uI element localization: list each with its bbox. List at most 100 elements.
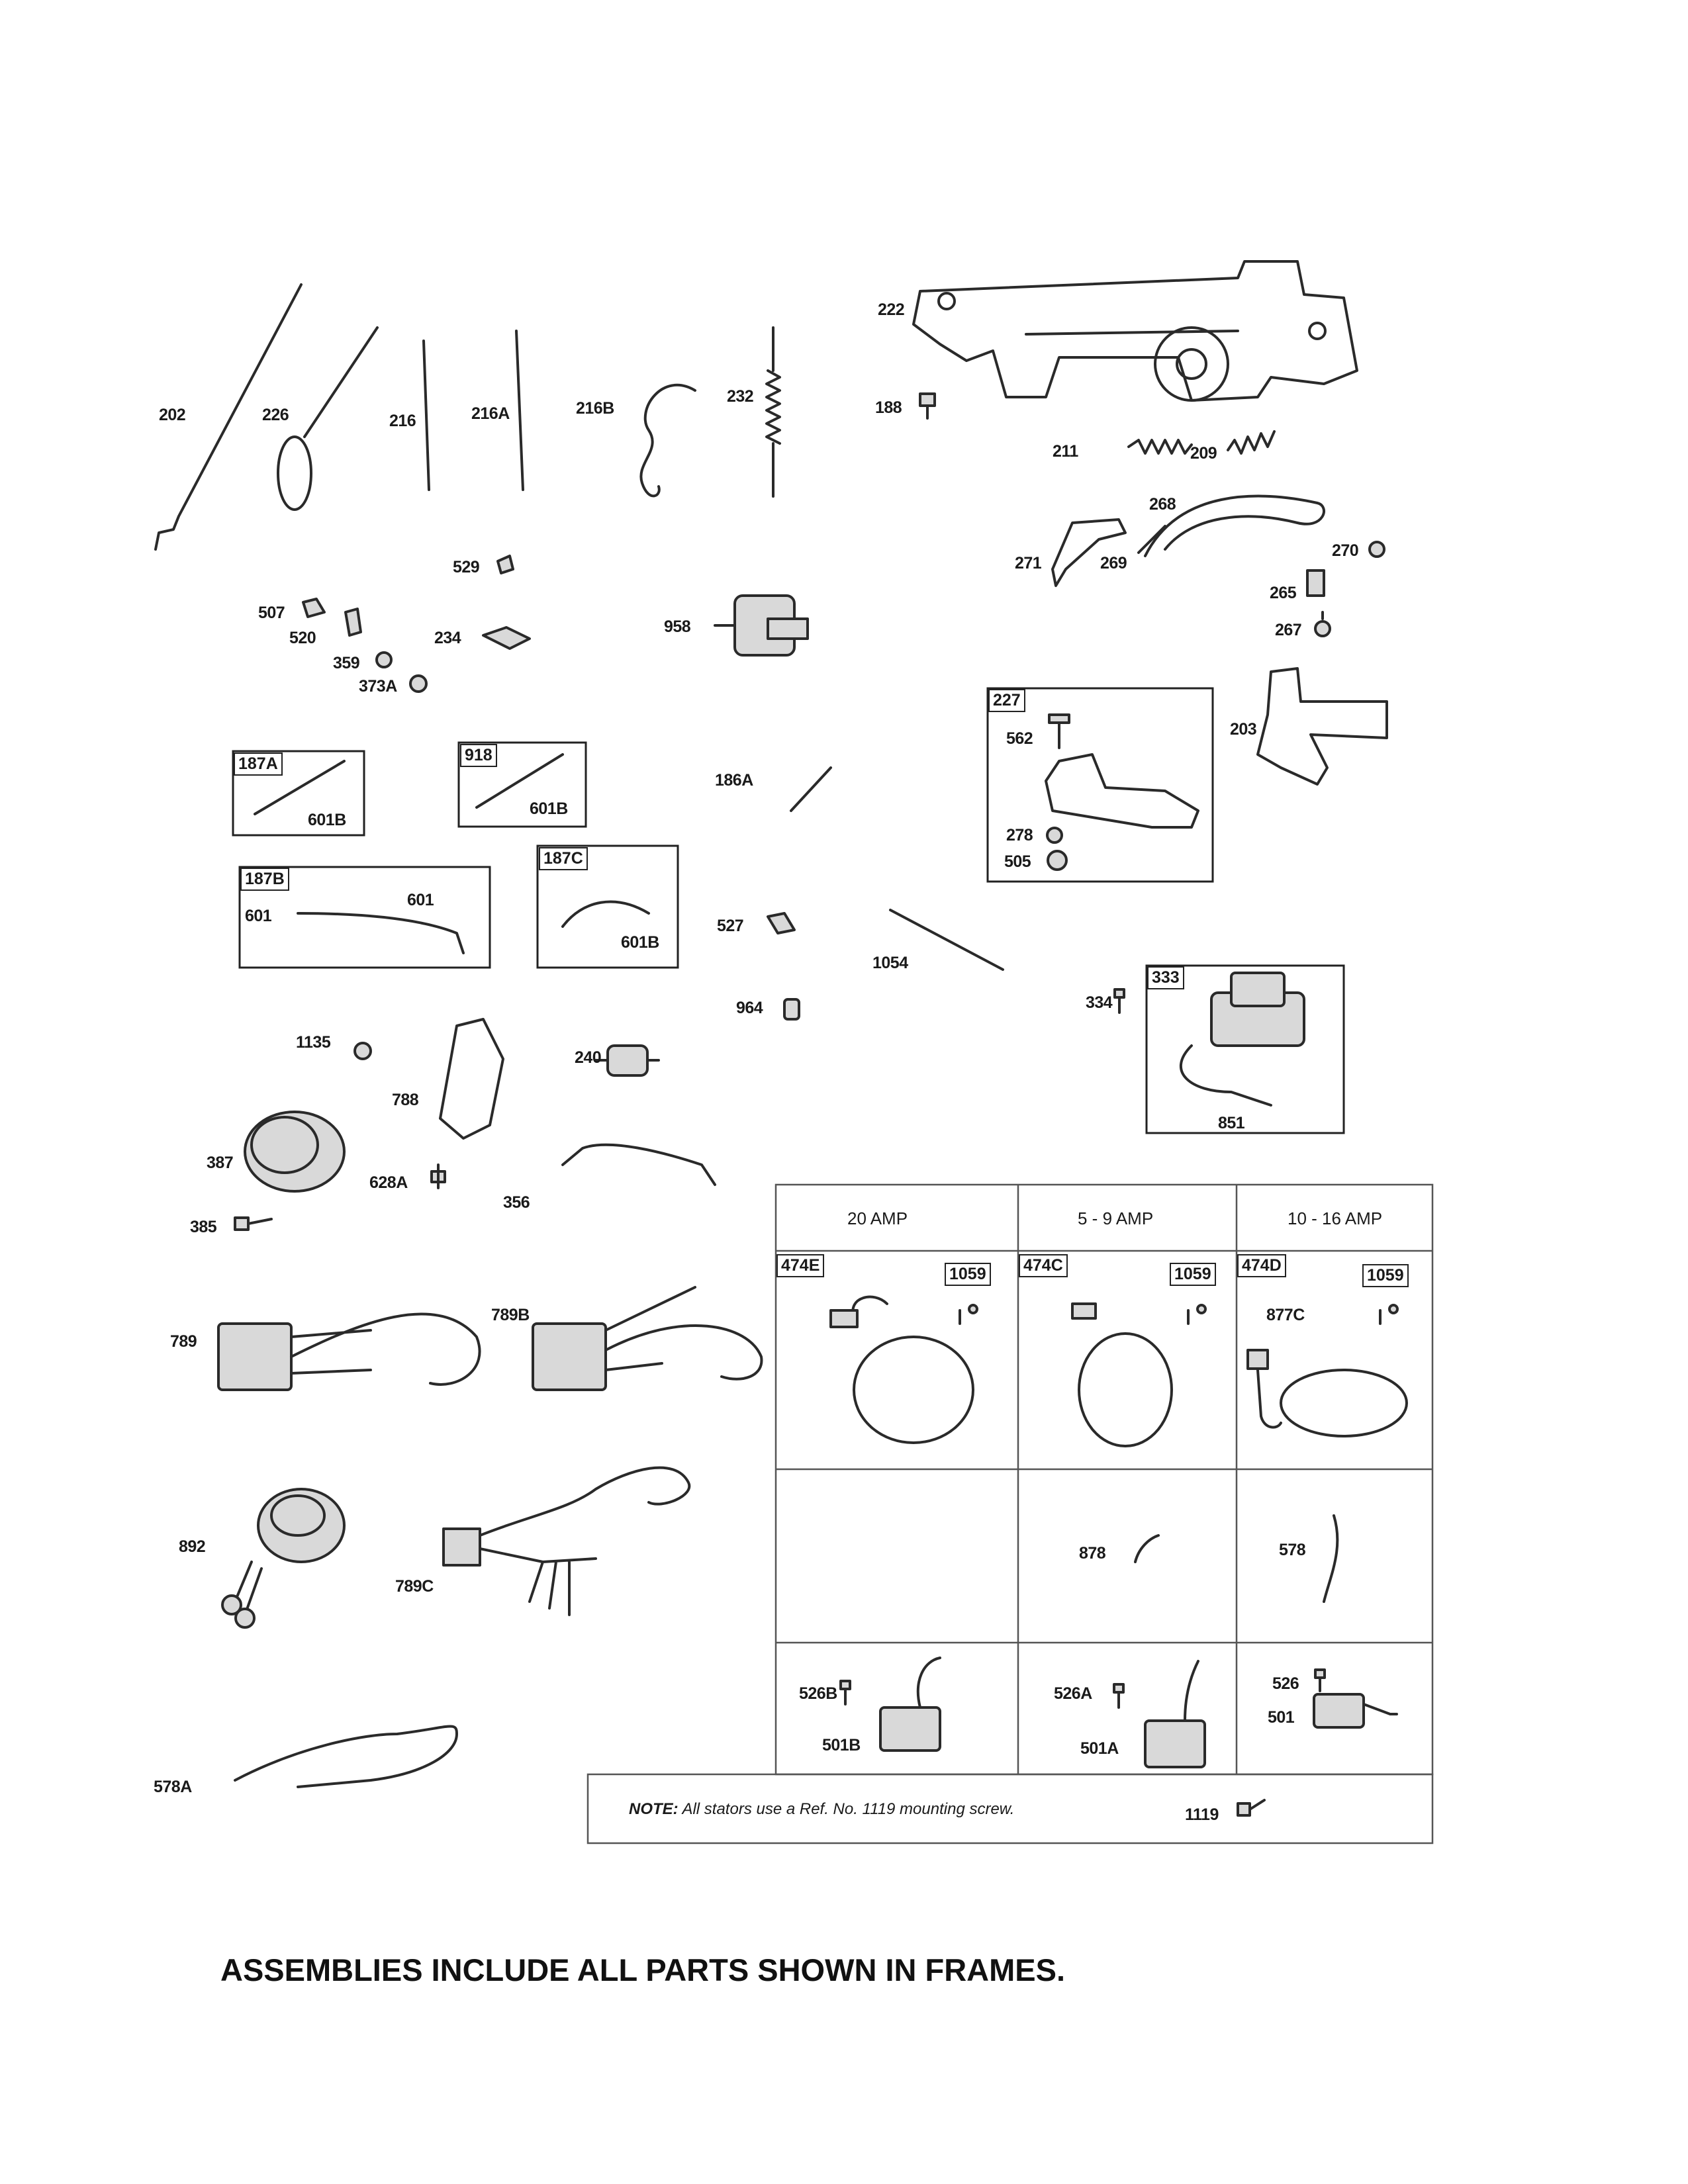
label-501: 501 [1268, 1708, 1295, 1727]
label-373A: 373A [359, 677, 397, 696]
frame-187B [238, 866, 491, 969]
part-878-wire [1134, 1534, 1160, 1563]
part-240-fuel-filter [594, 1044, 660, 1077]
label-520: 520 [289, 629, 316, 647]
label-601-right: 601 [407, 891, 434, 909]
label-211: 211 [1053, 442, 1078, 461]
label-203: 203 [1230, 720, 1257, 739]
part-270-nut [1368, 541, 1385, 558]
label-562: 562 [1006, 729, 1033, 748]
boxlabel-1059-20amp: 1059 [945, 1263, 991, 1286]
part-789C-harness [442, 1466, 691, 1616]
label-789: 789 [170, 1332, 197, 1351]
label-601B-918: 601B [530, 799, 568, 818]
label-628A: 628A [369, 1173, 408, 1192]
part-1054-tie [889, 909, 1004, 971]
frame-333 [1145, 964, 1345, 1134]
part-527-clip [767, 912, 796, 934]
label-356: 356 [503, 1193, 530, 1212]
label-1054: 1054 [872, 954, 908, 972]
part-359-washer [375, 651, 393, 668]
label-216: 216 [389, 412, 416, 430]
boxlabel-227: 227 [988, 689, 1025, 712]
label-601B-187C: 601B [621, 933, 659, 952]
note-text: All stators use a Ref. No. 1119 mounting… [678, 1800, 1015, 1818]
part-505-nut [1047, 850, 1068, 871]
label-507: 507 [258, 604, 285, 622]
part-1135-washer [353, 1042, 372, 1060]
part-892-ignition-switch [221, 1488, 346, 1629]
part-474E-stator [829, 1295, 974, 1444]
part-1059-screw-1 [959, 1304, 978, 1325]
label-234: 234 [434, 629, 461, 647]
label-527: 527 [717, 917, 744, 935]
part-186A-fitting [790, 766, 832, 812]
label-278: 278 [1006, 826, 1033, 844]
part-209-spring [1227, 430, 1276, 455]
label-226: 226 [262, 406, 289, 424]
label-529: 529 [453, 558, 480, 576]
part-387-hour-meter [244, 1111, 346, 1193]
part-501B-regulator [879, 1657, 941, 1752]
label-186A: 186A [715, 771, 753, 790]
label-271: 271 [1015, 554, 1042, 572]
part-211-spring [1127, 439, 1193, 455]
label-188: 188 [875, 398, 902, 417]
part-187A-hose [254, 760, 346, 815]
part-789-harness [217, 1312, 481, 1391]
label-501A: 501A [1080, 1739, 1119, 1758]
label-1135: 1135 [296, 1033, 331, 1052]
part-628A-screw [430, 1163, 446, 1189]
label-892: 892 [179, 1537, 206, 1556]
part-958-fuel-solenoid [714, 594, 809, 657]
boxlabel-187A: 187A [234, 752, 283, 776]
label-877C: 877C [1266, 1306, 1305, 1324]
part-202-link-rod [154, 283, 303, 551]
part-334-screw [1113, 988, 1125, 1014]
boxlabel-333: 333 [1147, 966, 1184, 989]
table-header-20-amp: 20 AMP [847, 1208, 908, 1228]
label-789C: 789C [395, 1577, 434, 1596]
part-227-bracket [1045, 753, 1199, 829]
part-562-screw [1048, 713, 1070, 749]
part-187C-hose [561, 900, 650, 928]
note-prefix: NOTE: [629, 1800, 679, 1818]
part-474D-stator [1246, 1349, 1408, 1437]
boxlabel-474D: 474D [1237, 1254, 1286, 1277]
label-601B-187A: 601B [308, 811, 346, 829]
part-501-regulator [1313, 1693, 1398, 1729]
part-278-washer [1046, 827, 1063, 844]
label-267: 267 [1275, 621, 1302, 639]
label-209: 209 [1190, 444, 1217, 463]
part-216A-rod [515, 330, 524, 491]
part-333-ignition-armature [1210, 972, 1305, 1047]
part-526A-screw [1113, 1683, 1125, 1709]
frame-187A [232, 750, 365, 837]
label-851: 851 [1218, 1114, 1245, 1132]
part-1059-screw-3 [1379, 1304, 1399, 1325]
label-878: 878 [1079, 1544, 1106, 1563]
part-385-screw [234, 1216, 273, 1231]
part-474C-stator [1071, 1302, 1173, 1447]
frame-918 [457, 741, 587, 828]
part-526B-screw [839, 1680, 851, 1706]
boxlabel-474C: 474C [1019, 1254, 1068, 1277]
part-918-hose [475, 753, 564, 809]
label-232: 232 [727, 387, 754, 406]
label-269: 269 [1100, 554, 1127, 572]
part-851-wire [1180, 1044, 1272, 1107]
boxlabel-474E: 474E [776, 1254, 825, 1277]
label-578: 578 [1279, 1541, 1306, 1559]
assemblies-footer: ASSEMBLIES INCLUDE ALL PARTS SHOWN IN FR… [220, 1952, 1065, 1987]
part-578A-wire [234, 1725, 458, 1788]
part-1119-screw [1237, 1799, 1266, 1817]
part-501A-regulator [1144, 1660, 1206, 1768]
part-216-rod [422, 340, 430, 491]
part-226-governor-link [277, 326, 379, 511]
label-958: 958 [664, 617, 691, 636]
label-387: 387 [207, 1154, 234, 1172]
part-578-wire [1323, 1514, 1339, 1603]
boxlabel-918: 918 [460, 744, 497, 767]
label-526B: 526B [799, 1684, 837, 1703]
